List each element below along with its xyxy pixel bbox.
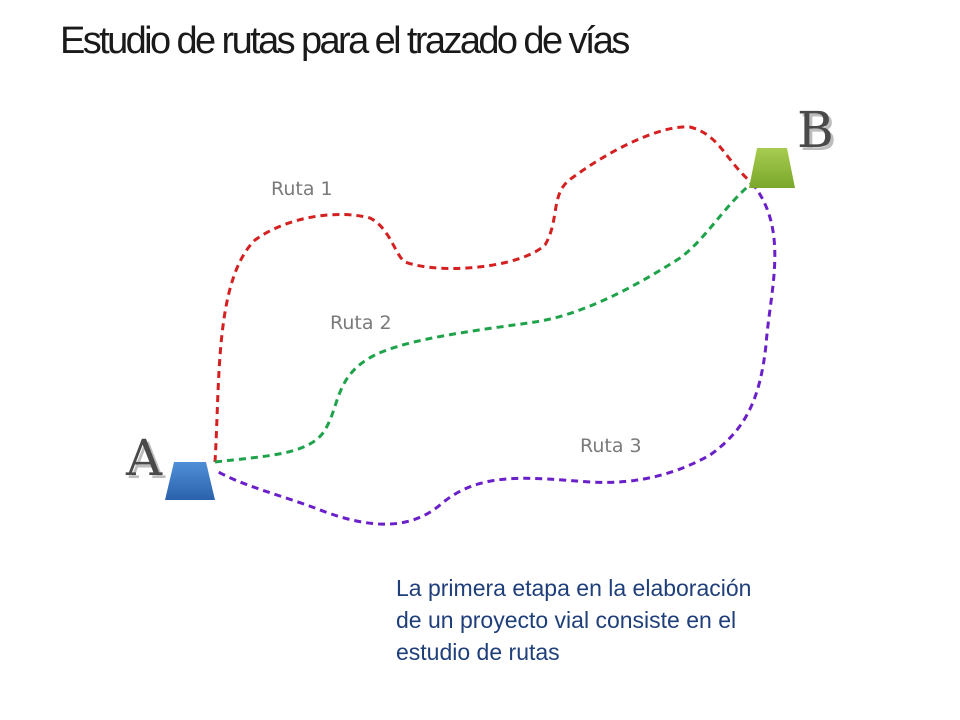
point-b-label: B bbox=[797, 101, 834, 159]
point-b-label-shadow: B bbox=[800, 104, 837, 162]
caption-line-3: estudio de rutas bbox=[396, 639, 560, 665]
caption-line-1: La primera etapa en la elaboración bbox=[396, 575, 752, 601]
route-3-path bbox=[214, 182, 777, 526]
route-2-label: Ruta 2 bbox=[330, 312, 392, 334]
caption-text: La primera etapa en la elaboración de un… bbox=[396, 572, 896, 668]
route-1-path bbox=[213, 125, 753, 463]
caption-line-2: de un proyecto vial consiste en el bbox=[396, 607, 737, 633]
route-3-label: Ruta 3 bbox=[580, 435, 642, 457]
page-title: Estudio de rutas para el trazado de vías bbox=[60, 20, 630, 62]
point-a-label: A bbox=[125, 429, 163, 487]
point-a-label-shadow: A bbox=[128, 432, 166, 490]
route-2-path bbox=[214, 181, 753, 464]
point-b-marker bbox=[749, 148, 795, 188]
point-a-marker bbox=[165, 462, 215, 500]
route-1-label: Ruta 1 bbox=[271, 178, 333, 200]
